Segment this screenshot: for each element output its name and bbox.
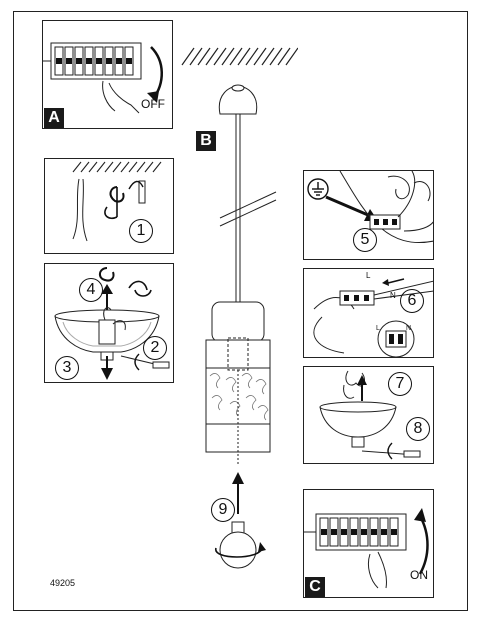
step-8-badge: 8 (406, 417, 430, 441)
step-4-number: 4 (86, 281, 96, 298)
live-neutral-wiring-illustration (313, 278, 433, 357)
neutral-wire-label-top: N (390, 291, 396, 300)
lamp-illustration (181, 47, 298, 569)
panel-a-action-label: OFF (141, 97, 165, 111)
step-4-badge: 4 (79, 278, 103, 302)
product-code: 49205 (50, 578, 76, 588)
panel-c-action-label: ON (410, 568, 428, 582)
step-7-number: 7 (395, 375, 405, 392)
step-6-badge: 6 (400, 289, 424, 313)
step-9-number: 9 (218, 501, 228, 518)
step-5-number: 5 (360, 231, 370, 248)
step-6-number: 6 (407, 292, 417, 309)
step-1-badge: 1 (129, 219, 153, 243)
earth-connection-illustration (307, 171, 433, 243)
panel-step-5-earth: 5 (303, 170, 434, 260)
panel-a-breaker-off: A OFF (42, 20, 173, 129)
panel-c-letter: C (305, 577, 325, 597)
step-5-badge: 5 (353, 228, 377, 252)
panel-b-letter: B (196, 131, 216, 151)
breaker-on-illustration (304, 508, 429, 589)
panel-b-lamp: B 9 (180, 20, 298, 590)
step-2-badge: 2 (143, 336, 167, 360)
step-9-badge: 9 (211, 498, 235, 522)
step-2-number: 2 (150, 339, 160, 356)
panel-step-1-hook: 1 (44, 158, 174, 254)
neutral-wire-label-inset: N (406, 325, 412, 332)
panel-step-6-wiring: 6 L N L N (303, 268, 434, 358)
step-8-number: 8 (413, 420, 423, 437)
step-1-number: 1 (136, 222, 146, 239)
shade-removal-illustration (54, 267, 170, 380)
step-3-number: 3 (62, 359, 72, 376)
shade-refit-illustration (319, 370, 421, 460)
live-wire-label: L (366, 271, 371, 280)
panel-c-breaker-on: C ON (303, 489, 434, 598)
instruction-sheet (13, 11, 468, 611)
live-wire-label-inset: L (376, 325, 380, 332)
panel-steps-2-4-shade: 4 2 3 (44, 263, 174, 383)
step-7-badge: 7 (388, 372, 412, 396)
panel-a-letter: A (44, 108, 64, 128)
breaker-off-illustration (43, 42, 163, 114)
panel-steps-7-8-refit: 7 8 (303, 366, 434, 464)
hook-illustration (72, 161, 162, 242)
step-3-badge: 3 (55, 356, 79, 380)
